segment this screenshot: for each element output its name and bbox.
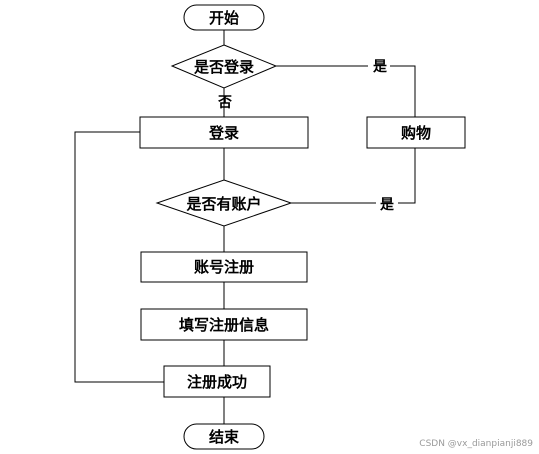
logged-in-no-label: 否	[217, 95, 232, 111]
end-label: 结束	[209, 428, 240, 446]
register-success-label: 注册成功	[187, 373, 247, 391]
account-register-box	[140, 251, 308, 283]
fill-info-box	[140, 308, 308, 341]
login-label: 登录	[208, 124, 239, 142]
has-account-yes-label: 是	[380, 197, 395, 213]
decision-has-account	[155, 179, 293, 227]
watermark: CSDN @vx_dianpianji889	[419, 439, 533, 449]
start-terminal	[183, 4, 265, 31]
edge-logged-in-yes	[276, 65, 416, 117]
end-terminal	[183, 423, 265, 450]
is-logged-in-label: 是否登录	[193, 58, 254, 76]
edge-success-back-to-login	[74, 131, 164, 383]
edge-has-account-yes	[291, 148, 416, 204]
account-register-label: 账号注册	[194, 258, 254, 276]
shopping-box	[366, 116, 466, 149]
decision-is-logged-in	[170, 44, 278, 89]
has-account-label: 是否有账户	[185, 195, 261, 213]
start-label: 开始	[209, 9, 239, 27]
fill-info-label: 填写注册信息	[179, 316, 269, 334]
shopping-label: 购物	[401, 124, 431, 142]
register-success-box	[163, 365, 271, 398]
logged-in-yes-label: 是	[373, 59, 388, 75]
login-box	[139, 116, 309, 149]
